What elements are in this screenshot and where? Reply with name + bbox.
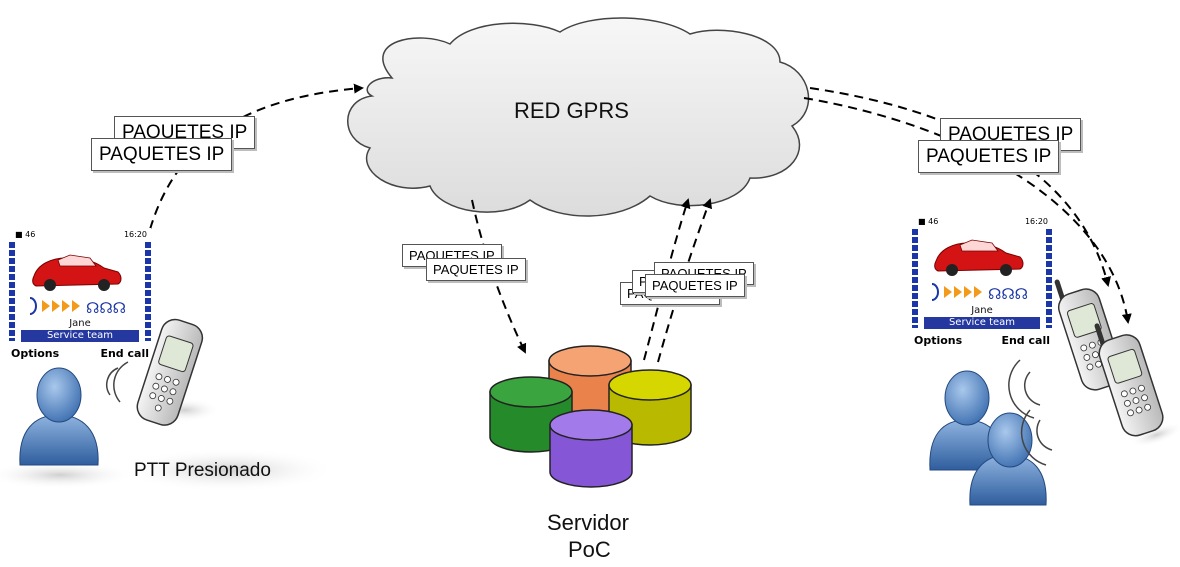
server-label-line2: PoC	[568, 537, 611, 562]
talk-indicator-right: ☊☊☊	[931, 283, 1028, 303]
arrow-cloud-to-receiver-1	[809, 87, 1111, 287]
server-disk-purple	[549, 409, 633, 488]
packet-label: PAQUETES IP	[91, 138, 233, 171]
car-image-left	[32, 254, 122, 291]
screen-side-bar-left	[9, 242, 15, 341]
softkey-bar: Options End call	[9, 347, 151, 361]
signal-indicator: ■ 46	[918, 217, 939, 226]
screen-status-bar: ■ 46 16:20	[912, 215, 1052, 229]
sender-user-icon	[0, 367, 135, 489]
group-name: Service team	[21, 330, 139, 342]
ptt-pressed-label: PTT Presionado	[134, 460, 271, 481]
end-call-softkey: End call	[100, 347, 149, 360]
clock-readout: 16:20	[1024, 217, 1048, 226]
packet-flows	[142, 83, 1132, 363]
receiver-user-back	[929, 370, 1005, 471]
options-softkey: Options	[914, 334, 963, 347]
receiver-handset-2	[1094, 323, 1180, 448]
receiver-phone-screen: ■ 46 16:20 Jane Service team Options End…	[912, 215, 1052, 350]
gprs-cloud	[347, 17, 810, 217]
contact-name: Jane	[971, 305, 993, 316]
svg-text:☊☊☊: ☊☊☊	[988, 285, 1028, 303]
receiver-handsets-icon	[1008, 279, 1180, 466]
end-call-softkey: End call	[1001, 334, 1050, 347]
receiver-users-icon	[929, 370, 1047, 506]
poc-server-icon	[489, 345, 692, 488]
arrow-sender-to-cloud	[142, 83, 364, 259]
sender-phone-screen: ■ 46 16:20 Jane Service team Options End…	[9, 228, 151, 363]
svg-text:☊☊☊: ☊☊☊	[86, 299, 126, 317]
screen-side-bar-right	[145, 242, 151, 341]
sender-handset-icon	[106, 318, 220, 426]
arrow-server-to-cloud-1	[643, 198, 691, 361]
packet-label: PAQUETES IP	[426, 258, 526, 281]
group-name: Service team	[924, 317, 1040, 329]
arrow-cloud-to-server	[471, 199, 527, 354]
packet-label: PAQUETES IP	[645, 274, 745, 297]
screen-status-bar: ■ 46 16:20	[9, 228, 151, 242]
arrow-cloud-to-receiver-2	[803, 97, 1132, 324]
softkey-bar: Options End call	[912, 334, 1052, 348]
contact-name: Jane	[69, 318, 91, 329]
screen-side-bar-right	[1046, 229, 1052, 328]
clock-readout: 16:20	[123, 230, 147, 239]
options-softkey: Options	[11, 347, 60, 360]
ptt-label-shadow	[118, 448, 338, 492]
network-label: RED GPRS	[514, 98, 629, 123]
car-image-right	[934, 239, 1024, 276]
talk-indicator-left: ☊☊☊	[29, 297, 126, 317]
packet-label: PAQUETES IP	[918, 140, 1060, 173]
server-label-line1: Servidor	[547, 510, 629, 535]
arrow-server-to-cloud-2	[657, 198, 712, 363]
receiver-user-front	[969, 412, 1047, 506]
screen-side-bar-left	[912, 229, 918, 328]
signal-indicator: ■ 46	[15, 230, 36, 239]
